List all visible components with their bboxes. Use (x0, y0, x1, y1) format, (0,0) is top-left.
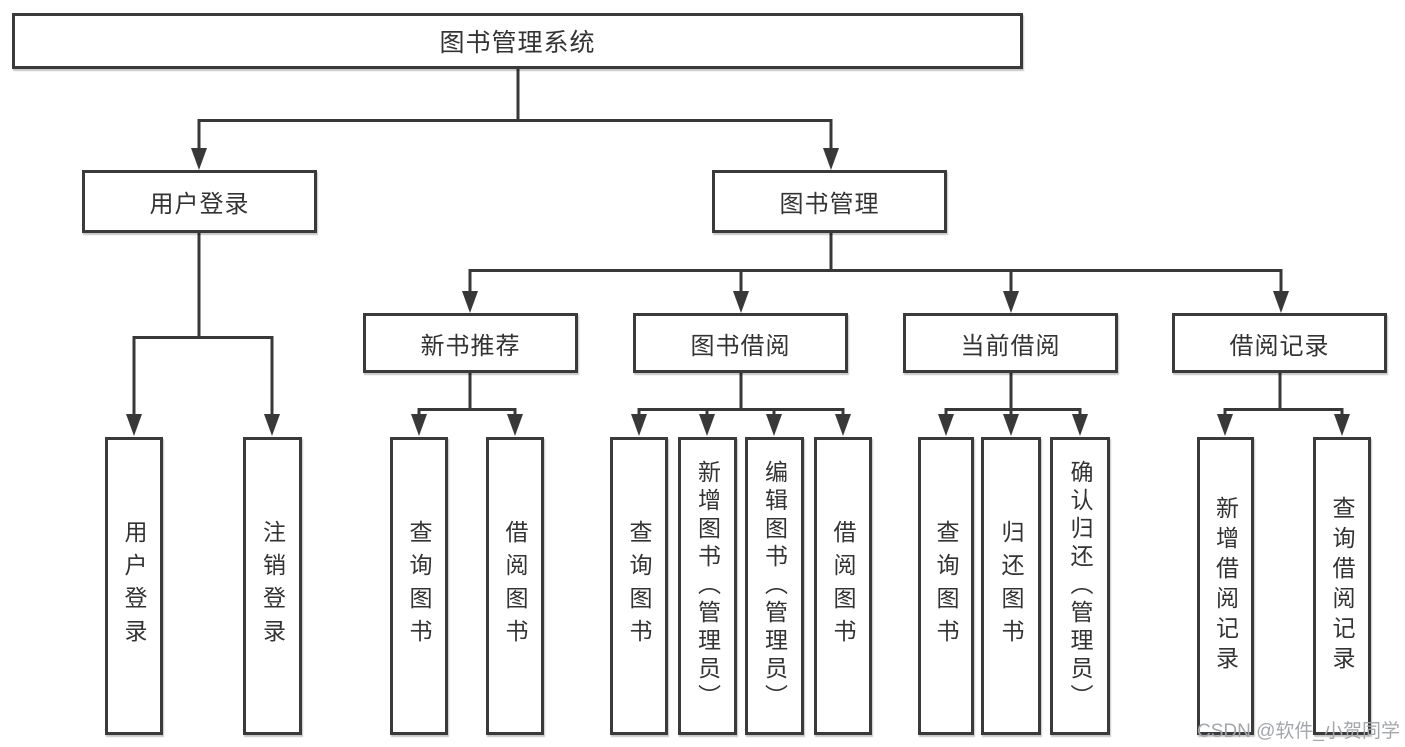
leaf-confirm-return-admin: 确认归还（管理员） (1050, 437, 1110, 735)
csdn-watermark: CSDN @软件_小贺同学 (1197, 721, 1400, 742)
leaf-borrow-books: 借阅图书 (814, 437, 872, 735)
node-library-management-system: 图书管理系统 (12, 13, 1023, 69)
leaf-query-books-current: 查询图书 (918, 437, 974, 735)
node-book-borrowing: 图书借阅 (633, 313, 848, 373)
node-borrowing-records: 借阅记录 (1172, 313, 1387, 373)
leaf-query-books-borrow: 查询图书 (610, 437, 668, 735)
node-user-login: 用户登录 (82, 170, 317, 233)
leaf-add-borrow-record: 新增借阅记录 (1197, 437, 1254, 735)
leaf-logout: 注销登录 (243, 437, 302, 735)
leaf-borrow-books-recommend: 借阅图书 (486, 437, 544, 735)
node-new-book-recommendation: 新书推荐 (363, 313, 578, 373)
leaf-query-borrow-record: 查询借阅记录 (1313, 437, 1371, 735)
leaf-return-books: 归还图书 (981, 437, 1041, 735)
node-current-borrowing: 当前借阅 (903, 313, 1118, 373)
leaf-user-login: 用户登录 (105, 437, 163, 735)
leaf-query-books-recommend: 查询图书 (390, 437, 448, 735)
leaf-edit-book-admin: 编辑图书（管理员） (745, 437, 804, 735)
node-book-management: 图书管理 (712, 170, 947, 233)
leaf-add-book-admin: 新增图书（管理员） (678, 437, 737, 735)
